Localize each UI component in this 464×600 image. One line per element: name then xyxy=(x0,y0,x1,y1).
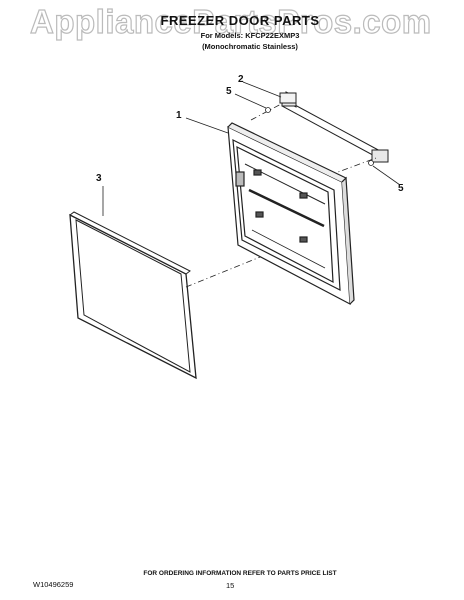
variant-line: (Monochromatic Stainless) xyxy=(202,42,298,51)
callout-screw-top: 5 xyxy=(226,86,232,97)
callout-gasket: 3 xyxy=(96,173,102,184)
callout-screw-right: 5 xyxy=(398,183,404,194)
model-line: For Models: KFCP22EXMP3 xyxy=(200,31,300,40)
callout-door: 1 xyxy=(176,110,182,121)
hinge-cap-part xyxy=(279,92,297,104)
callout-hinge-cap: 2 xyxy=(238,74,244,85)
callout-leaders xyxy=(102,81,401,216)
screw-part xyxy=(265,107,374,166)
freezer-door-part xyxy=(227,122,355,306)
ordering-note: FOR ORDERING INFORMATION REFER TO PARTS … xyxy=(143,570,337,577)
door-handle xyxy=(281,91,389,163)
watermark: AppliancePartsPros.com xyxy=(29,2,432,40)
page-number: 15 xyxy=(226,581,235,590)
door-gasket-part xyxy=(69,211,197,380)
document-id: W10496259 xyxy=(33,580,74,589)
page-title: FREEZER DOOR PARTS xyxy=(160,13,320,28)
